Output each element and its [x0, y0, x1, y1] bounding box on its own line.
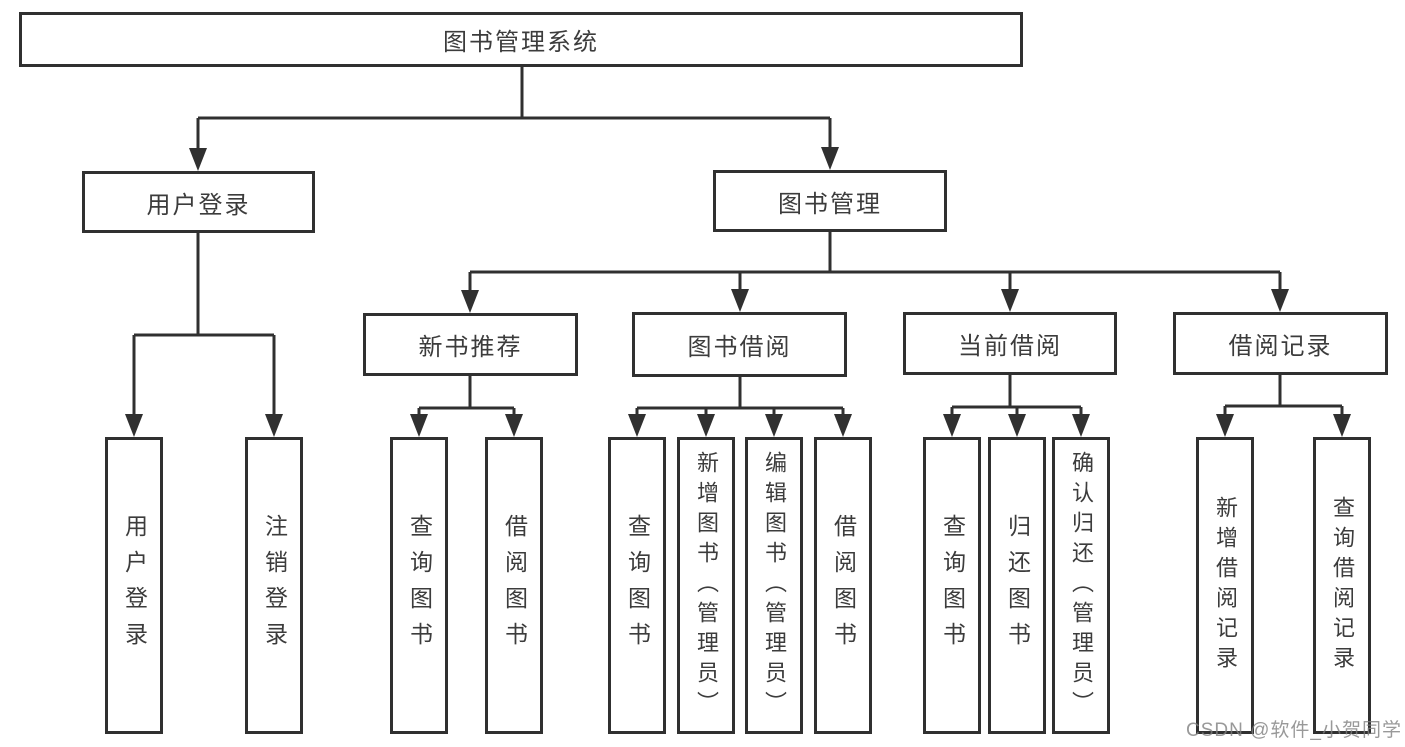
leaf-record-query: 查询借阅记录	[1313, 437, 1371, 734]
node-label: 查询图书	[939, 513, 966, 658]
node-label: 查询图书	[624, 513, 651, 658]
node-label: 图书管理	[778, 190, 882, 218]
leaf-borrow-lend-books: 借阅图书	[814, 437, 872, 734]
node-current-borrow: 当前借阅	[903, 312, 1117, 375]
leaf-newbook-query-books: 查询图书	[390, 437, 448, 734]
node-label: 用户登录	[121, 513, 148, 658]
node-user-login: 用户登录	[82, 171, 315, 233]
leaf-record-add: 新增借阅记录	[1196, 437, 1254, 734]
node-label: 当前借阅	[958, 333, 1062, 360]
node-book-borrow: 图书借阅	[632, 312, 847, 377]
node-root-library-system: 图书管理系统	[19, 12, 1023, 67]
node-book-management: 图书管理	[713, 170, 947, 232]
arrowhead-icons	[125, 147, 1351, 437]
leaf-current-confirm-return-admin: 确认归还（管理员）	[1052, 437, 1110, 734]
leaf-borrow-edit-books-admin: 编辑图书（管理员）	[745, 437, 803, 734]
node-label: 图书管理系统	[443, 29, 599, 56]
node-label: 查询借阅记录	[1330, 495, 1355, 676]
leaf-user-login: 用户登录	[105, 437, 163, 734]
node-label: 借阅图书	[501, 513, 528, 658]
node-label: 注销登录	[261, 513, 288, 658]
node-label: 用户登录	[146, 191, 251, 219]
leaf-current-return-books: 归还图书	[988, 437, 1046, 734]
csdn-watermark: CSDN @软件_小贺同学	[1186, 720, 1402, 741]
node-label: 新书推荐	[418, 334, 523, 361]
node-label: 新增图书（管理员）	[694, 450, 719, 721]
node-label: 图书借阅	[687, 334, 792, 361]
node-label: 确认归还（管理员）	[1069, 450, 1094, 721]
node-label: 查询图书	[406, 513, 433, 658]
node-new-book-recommend: 新书推荐	[363, 313, 578, 376]
leaf-newbook-borrow-books: 借阅图书	[485, 437, 543, 734]
leaf-logout: 注销登录	[245, 437, 303, 734]
node-label: 归还图书	[1004, 513, 1031, 658]
node-label: 新增借阅记录	[1213, 495, 1238, 676]
leaf-current-query-books: 查询图书	[923, 437, 981, 734]
node-label: 编辑图书（管理员）	[762, 450, 787, 721]
node-label: 借阅图书	[830, 513, 857, 658]
node-borrow-records: 借阅记录	[1173, 312, 1388, 375]
node-label: 借阅记录	[1228, 333, 1333, 360]
leaf-borrow-add-books-admin: 新增图书（管理员）	[677, 437, 735, 734]
leaf-borrow-query-books: 查询图书	[608, 437, 666, 734]
